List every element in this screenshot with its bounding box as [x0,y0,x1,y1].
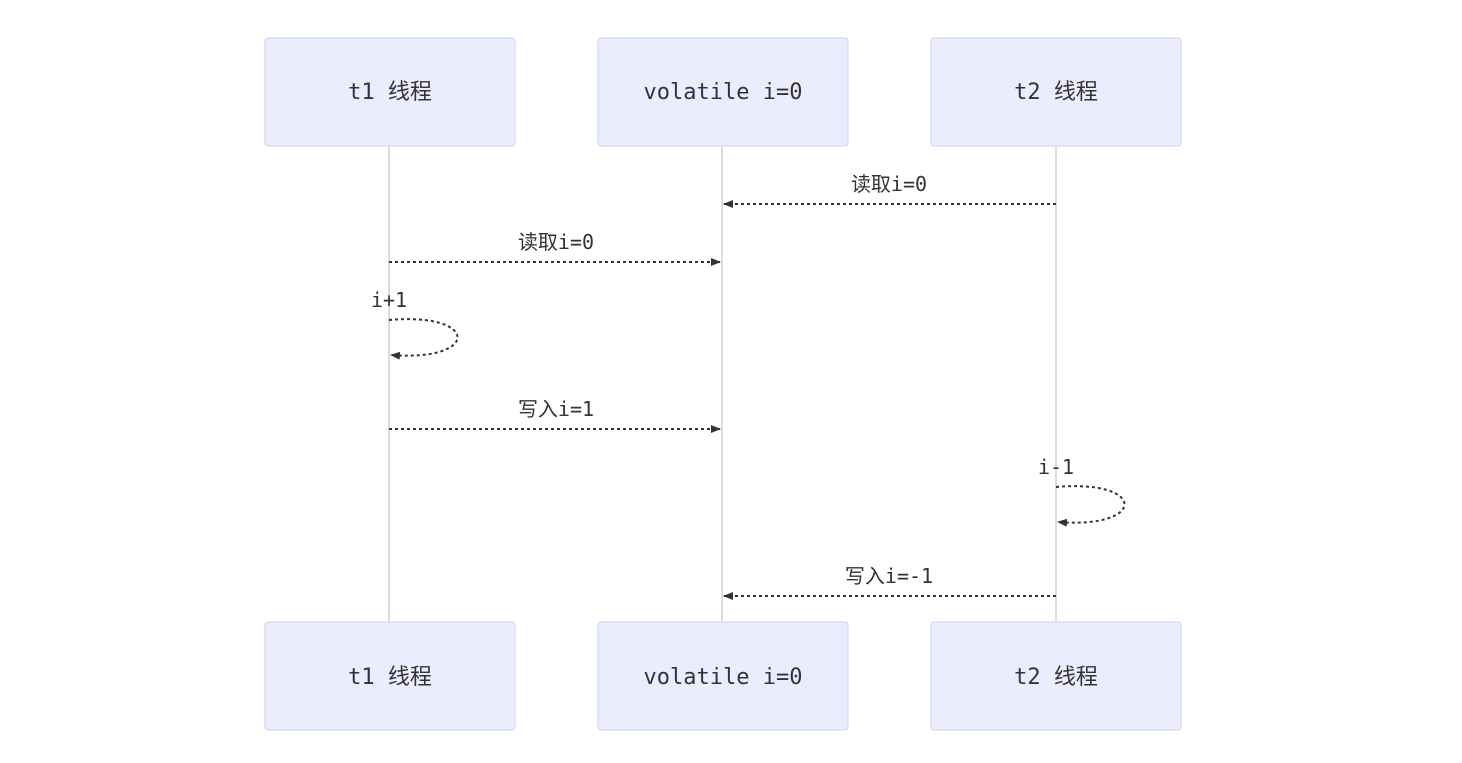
actor-label: volatile i=0 [644,665,803,690]
actor-label: t1 线程 [348,80,432,105]
message-t2-write: 写入i=-1 [723,564,1056,600]
actor-label: t2 线程 [1014,665,1098,690]
actor-t1-bottom: t1 线程 [264,621,516,731]
message-label: i-1 [1038,455,1074,479]
message-label: 写入i=1 [518,397,594,421]
actor-label: t2 线程 [1014,80,1098,105]
actor-t2-bottom: t2 线程 [930,621,1182,731]
actor-t1-top: t1 线程 [264,37,516,147]
message-label: 读取i=0 [851,172,927,196]
actor-volatile-top: volatile i=0 [597,37,849,147]
message-t2-read: 读取i=0 [723,172,1056,208]
self-loop-arrow [388,318,459,360]
message-t1-write: 写入i=1 [389,397,721,433]
actor-volatile-bottom: volatile i=0 [597,621,849,731]
actor-t2-top: t2 线程 [930,37,1182,147]
actor-label: volatile i=0 [644,80,803,105]
message-t1-increment: i+1 [371,288,459,360]
message-t1-read: 读取i=0 [389,230,721,266]
message-label: 写入i=-1 [845,564,933,588]
message-label: i+1 [371,288,407,312]
message-label: 读取i=0 [518,230,594,254]
self-loop-arrow [1055,485,1126,527]
message-t2-decrement: i-1 [1038,455,1126,527]
actor-label: t1 线程 [348,665,432,690]
